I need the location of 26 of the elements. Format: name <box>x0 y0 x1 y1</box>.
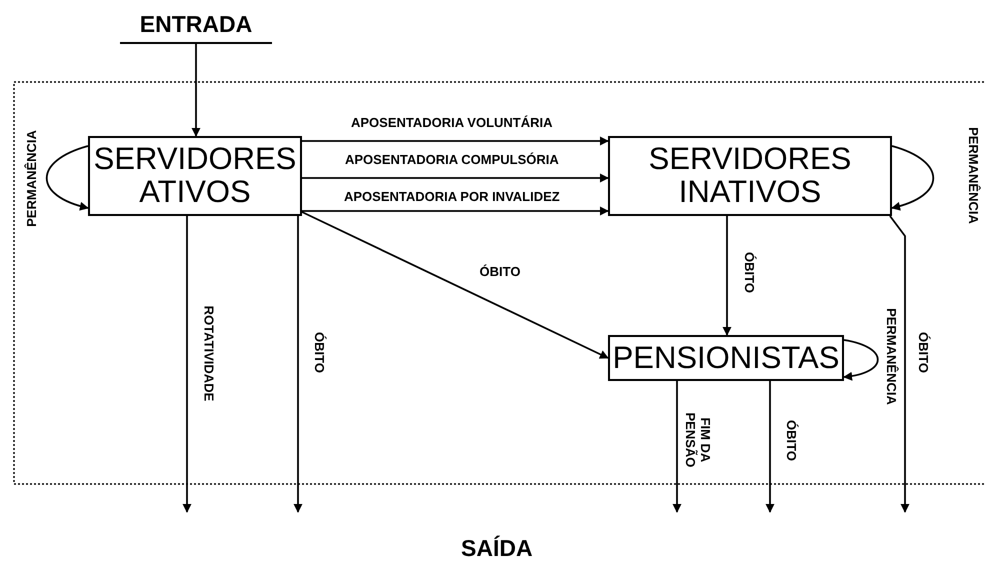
arrow <box>46 145 89 210</box>
edge-label: PERMANÊNCIA <box>24 128 40 228</box>
arrow <box>302 211 609 359</box>
exit-label: SAÍDA <box>461 534 533 562</box>
arrow <box>294 216 302 513</box>
edge-label: APOSENTADORIA POR INVALIDEZ <box>342 190 562 204</box>
edge-label: ÓBITO <box>478 264 522 280</box>
arrow <box>889 215 910 513</box>
edge-label: APOSENTADORIA VOLUNTÁRIA <box>349 116 554 130</box>
arrow <box>302 174 609 182</box>
arrow <box>182 216 192 513</box>
arrow <box>766 381 774 513</box>
arrow <box>672 381 682 513</box>
arrow <box>302 136 609 146</box>
arrow <box>722 216 732 336</box>
box-title: PENSIONISTAS <box>612 342 840 374</box>
arrow <box>891 145 934 210</box>
edge-label: APOSENTADORIA COMPULSÓRIA <box>343 152 561 168</box>
process-box <box>88 136 302 216</box>
process-box <box>608 335 844 381</box>
box-title: SERVIDORES INATIVOS <box>648 143 852 209</box>
arrow <box>302 206 609 216</box>
box-title: SERVIDORES ATIVOS <box>92 143 298 209</box>
process-box <box>608 136 892 216</box>
arrow <box>843 339 879 380</box>
arrow <box>192 44 200 137</box>
